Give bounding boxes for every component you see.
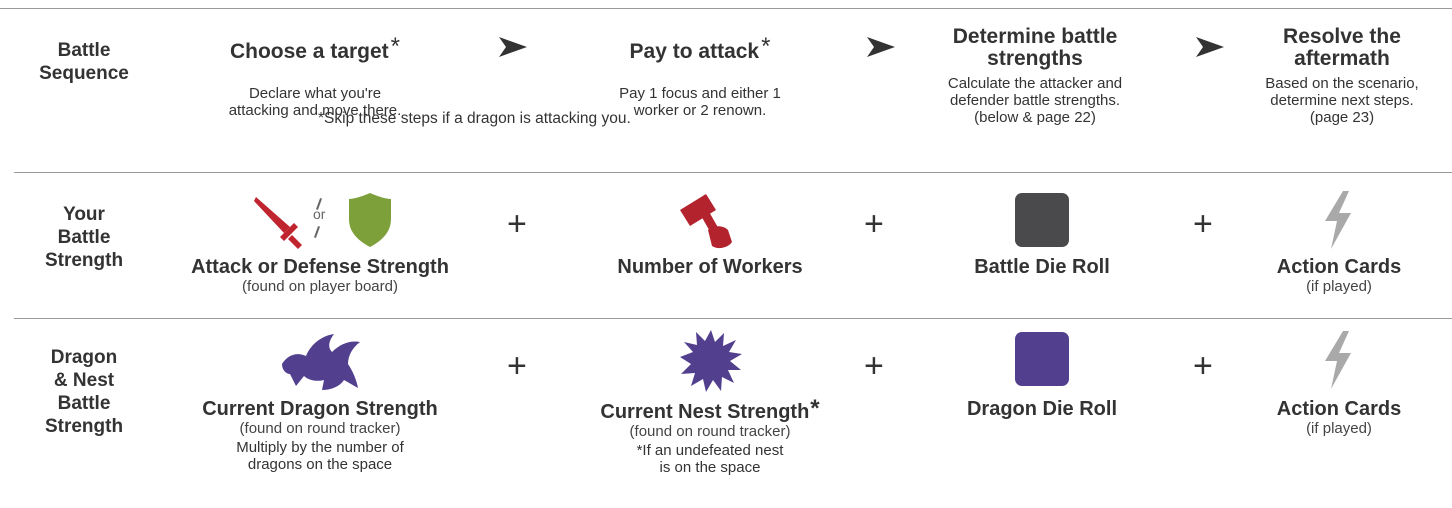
dragon-die-roll: Dragon Die Roll xyxy=(920,398,1164,420)
current-dragon-strength: Current Dragon Strength (found on round … xyxy=(160,398,480,473)
step-description: Declare what you're attacking and move t… xyxy=(228,85,402,119)
step-choose-target: Choose a target* Declare what you're att… xyxy=(190,33,440,120)
step-title: Choose a target* xyxy=(229,33,401,63)
sub-label: (found on round tracker) xyxy=(239,420,401,437)
worker-hammer-icon xyxy=(680,194,732,249)
arrow-right-icon xyxy=(867,37,895,57)
step-title: Resolve the aftermath xyxy=(1283,25,1401,70)
top-divider xyxy=(0,8,1452,9)
or-text: or xyxy=(313,206,326,222)
label: Current Dragon Strength xyxy=(202,398,438,420)
attack-defense-strength: Attack or Defense Strength (found on pla… xyxy=(160,256,480,295)
row-label-your-battle-strength: Your Battle Strength xyxy=(44,204,124,271)
nest-note: *If an undefeated nest is on the space xyxy=(636,442,784,476)
current-nest-strength: Current Nest Strength* (found on round t… xyxy=(560,395,860,477)
sword-icon xyxy=(254,197,302,249)
row-divider-2 xyxy=(14,318,1452,319)
lightning-icon xyxy=(1325,331,1351,389)
plus-sign: + xyxy=(507,347,527,385)
sub-label: (if played) xyxy=(1306,278,1372,295)
label: Battle Die Roll xyxy=(974,256,1110,278)
multiply-note: Multiply by the number of dragons on the… xyxy=(236,439,404,473)
label: Action Cards xyxy=(1276,398,1402,420)
slash-divider xyxy=(314,226,320,238)
plus-sign: + xyxy=(864,347,884,385)
sub-label: (found on round tracker) xyxy=(629,423,791,440)
action-cards: Action Cards (if played) xyxy=(1230,256,1448,295)
label: Attack or Defense Strength xyxy=(191,256,449,278)
step-description: Pay 1 focus and either 1 worker or 2 ren… xyxy=(619,85,781,119)
row-label-battle-sequence: Battle Sequence xyxy=(39,40,129,84)
row-label-dragon-nest-strength: Dragon & Nest Battle Strength xyxy=(44,347,124,437)
step-determine-strengths: Determine battle strengths Calculate the… xyxy=(905,25,1165,127)
sub-label: (found on player board) xyxy=(242,278,398,295)
shield-icon xyxy=(349,193,391,247)
step-title: Pay to attack* xyxy=(629,33,771,63)
arrow-right-icon xyxy=(1196,37,1224,57)
lightning-icon xyxy=(1325,191,1351,249)
gray-die-icon xyxy=(1015,193,1069,247)
label: Action Cards xyxy=(1276,256,1402,278)
purple-die-icon xyxy=(1015,332,1069,386)
number-of-workers: Number of Workers xyxy=(580,256,840,278)
arrow-right-icon xyxy=(499,37,527,57)
label: Dragon Die Roll xyxy=(966,398,1117,420)
label: Number of Workers xyxy=(617,256,803,278)
plus-sign: + xyxy=(864,205,884,243)
nest-icon xyxy=(680,330,742,392)
step-description: Calculate the attacker and defender batt… xyxy=(947,75,1123,126)
step-description: Based on the scenario, determine next st… xyxy=(1265,75,1419,126)
battle-die-roll: Battle Die Roll xyxy=(920,256,1164,278)
step-title: Determine battle strengths xyxy=(952,25,1118,70)
step-pay-to-attack: Pay to attack* Pay 1 focus and either 1 … xyxy=(590,33,810,120)
plus-sign: + xyxy=(507,205,527,243)
plus-sign: + xyxy=(1193,347,1213,385)
label: Current Nest Strength* xyxy=(600,395,820,424)
step-resolve-aftermath: Resolve the aftermath Based on the scena… xyxy=(1232,25,1452,127)
row-divider-1 xyxy=(14,172,1452,173)
plus-sign: + xyxy=(1193,205,1213,243)
action-cards: Action Cards (if played) xyxy=(1230,398,1448,437)
skip-footnote: *Skip these steps if a dragon is attacki… xyxy=(318,110,631,127)
dragon-icon xyxy=(282,334,360,390)
sub-label: (if played) xyxy=(1306,420,1372,437)
